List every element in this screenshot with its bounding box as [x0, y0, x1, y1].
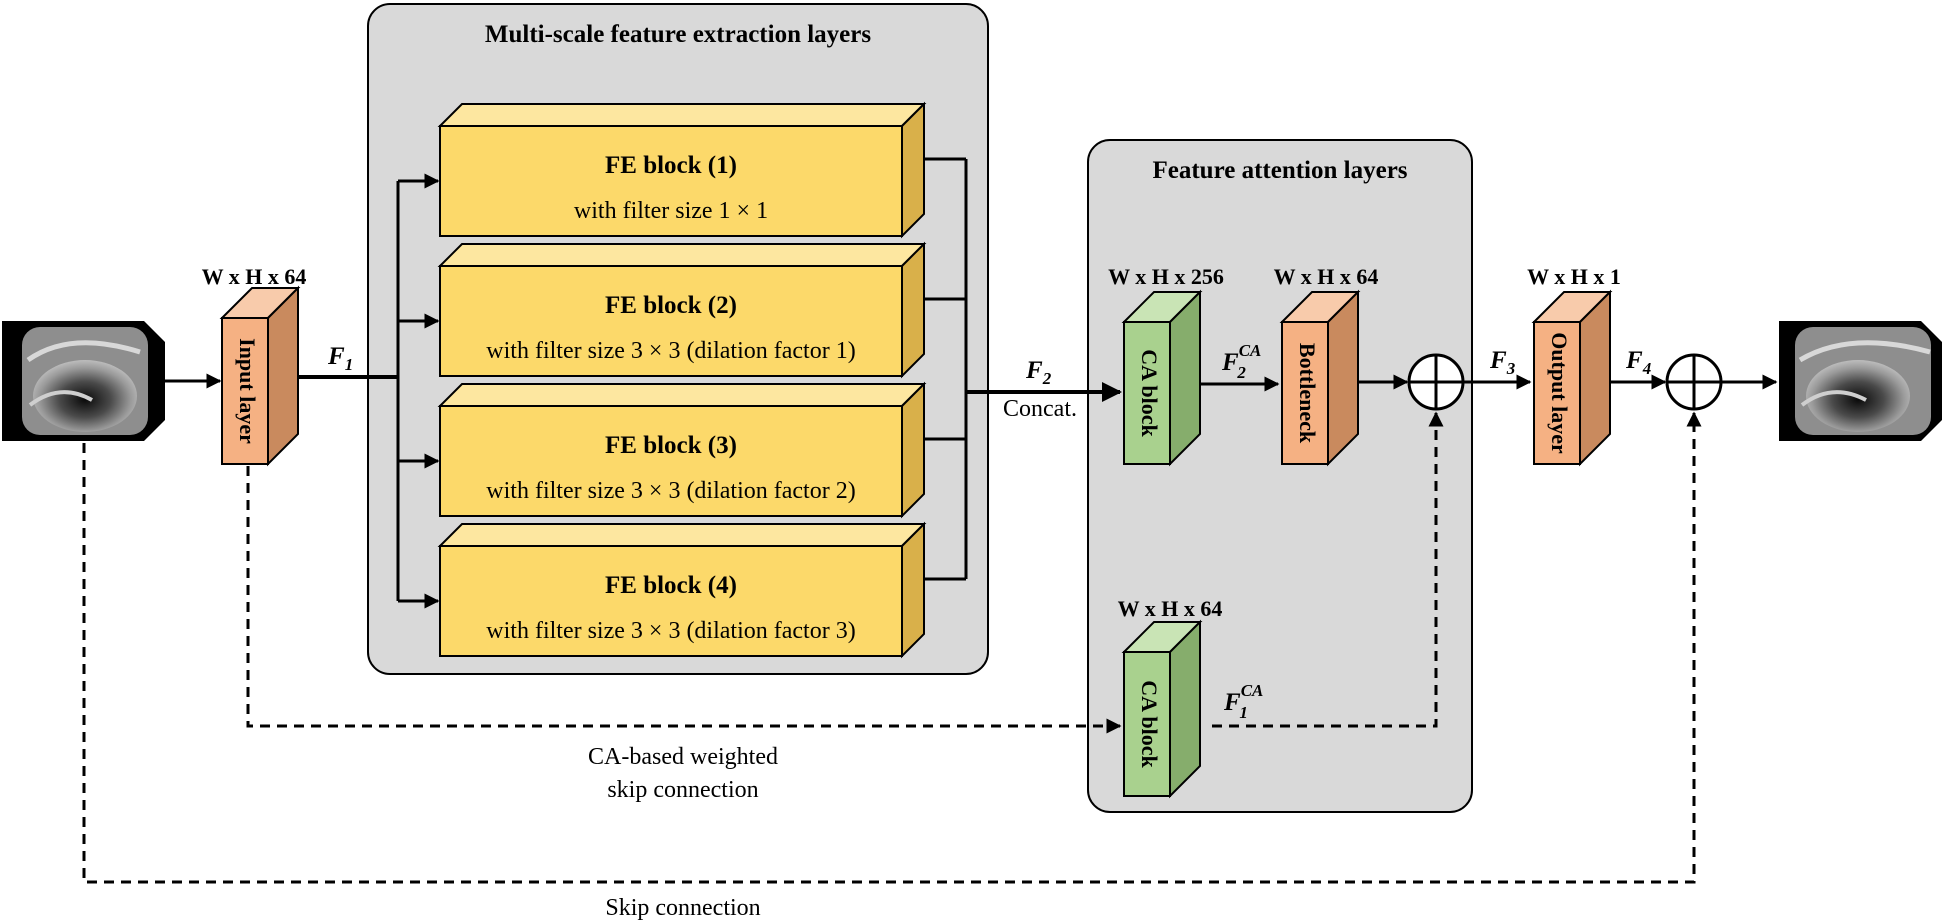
skip-connection-caption: Skip connection	[605, 895, 760, 921]
multiscale-panel-title: Multi-scale feature extraction layers	[485, 21, 871, 48]
output-layer-label: Output layer	[1547, 332, 1572, 454]
ca-block-1: CA block	[1121, 289, 1203, 467]
input-layer-label: Input layer	[235, 338, 260, 444]
fe-block-4-title: FE block (4)	[605, 572, 737, 599]
output-dims: W x H x 1	[1527, 264, 1621, 289]
solid-connectors	[165, 157, 1778, 609]
fe-block-4: FE block (4) with filter size 3 × 3 (dil…	[437, 521, 927, 659]
input-layer-block: Input layer	[219, 285, 301, 467]
ca-block-1-dims: W x H x 256	[1108, 264, 1224, 289]
ca-skip-caption-line1: CA-based weighted	[588, 744, 778, 770]
fe-block-3: FE block (3) with filter size 3 × 3 (dil…	[437, 381, 927, 519]
fe-block-3-title: FE block (3)	[605, 432, 737, 459]
ca-block-2-dims: W x H x 64	[1118, 596, 1223, 621]
dashed-connectors	[82, 411, 1702, 884]
ca-block-2-label: CA block	[1137, 680, 1162, 768]
output-image	[1779, 321, 1942, 441]
bottleneck-block: Bottleneck	[1279, 289, 1361, 467]
fe-block-1-title: FE block (1)	[605, 152, 737, 179]
input-dims: W x H x 64	[202, 264, 307, 289]
fe-block-4-subtitle: with filter size 3 × 3 (dilation factor …	[486, 618, 855, 644]
output-layer-block: Output layer	[1531, 289, 1613, 467]
ca-skip-caption-line2: skip connection	[607, 777, 758, 803]
fe-block-1-subtitle: with filter size 1 × 1	[574, 198, 768, 224]
ca-block-2: CA block	[1121, 619, 1203, 799]
f1-label: F1	[327, 343, 353, 374]
bottleneck-label: Bottleneck	[1295, 343, 1320, 444]
sum-node-2	[1665, 353, 1723, 411]
fe-block-2-subtitle: with filter size 3 × 3 (dilation factor …	[486, 338, 855, 364]
concat-label: Concat.	[1003, 396, 1077, 422]
ca-block-1-label: CA block	[1137, 349, 1162, 437]
fe-block-2-title: FE block (2)	[605, 292, 737, 319]
f2-label: F2	[1025, 357, 1052, 388]
attention-panel-title: Feature attention layers	[1152, 157, 1407, 184]
bottleneck-dims: W x H x 64	[1274, 264, 1379, 289]
f4-label: F4	[1625, 347, 1651, 378]
f3-label: F3	[1489, 347, 1516, 378]
fe-block-2: FE block (2) with filter size 3 × 3 (dil…	[437, 241, 927, 379]
sum-node-1	[1407, 353, 1465, 411]
input-image	[2, 321, 165, 441]
fe-block-3-subtitle: with filter size 3 × 3 (dilation factor …	[486, 478, 855, 504]
fe-block-1: FE block (1) with filter size 1 × 1	[437, 101, 927, 239]
